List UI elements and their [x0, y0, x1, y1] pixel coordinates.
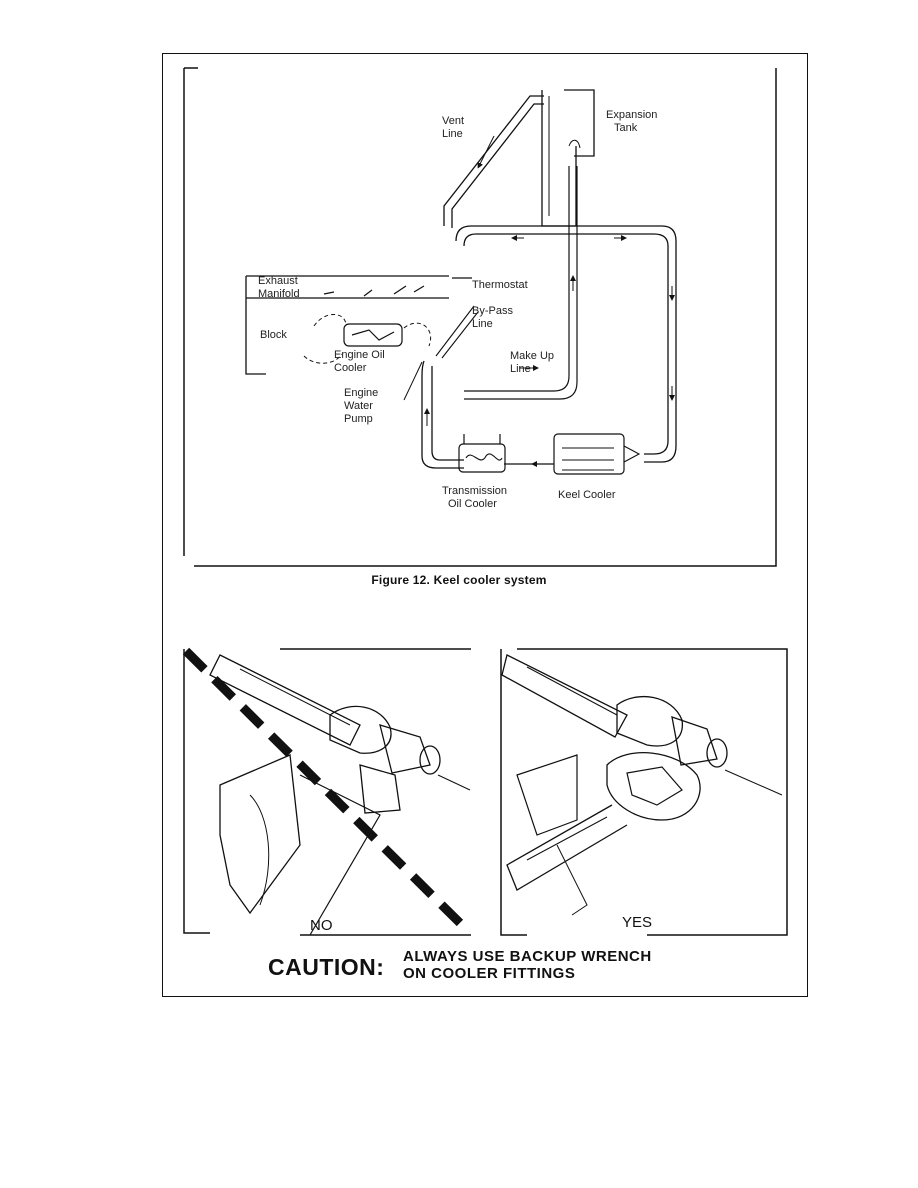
caution-notice: CAUTION: ALWAYS USE BACKUP WRENCH ON COO… — [268, 948, 738, 990]
caution-line-1: ALWAYS USE BACKUP WRENCH — [403, 948, 652, 965]
exhaust-manifold-label-1: Exhaust — [258, 275, 298, 287]
keel-cooler-diagram: Vent Line Expansion Tank Exhaust Manifol… — [174, 66, 794, 571]
yes-label: YES — [622, 914, 652, 931]
make-up-line-label-2: Line — [510, 363, 531, 375]
engine-water-pump-label-1: Engine — [344, 387, 378, 399]
expansion-tank-label-2: Tank — [614, 122, 638, 134]
vent-line-label-2: Line — [442, 128, 463, 140]
caution-message: ALWAYS USE BACKUP WRENCH ON COOLER FITTI… — [403, 948, 652, 982]
wrench-panel-no: NO — [180, 645, 471, 937]
engine-water-pump-label-3: Pump — [344, 413, 373, 425]
bypass-line-label-1: By-Pass — [472, 305, 513, 317]
caution-title: CAUTION: — [268, 954, 385, 980]
bypass-line-label-2: Line — [472, 318, 493, 330]
engine-water-pump-label-2: Water — [344, 400, 373, 412]
keel-cooler-label: Keel Cooler — [558, 489, 616, 501]
thermostat-label: Thermostat — [472, 279, 528, 291]
exhaust-manifold-label-2: Manifold — [258, 288, 300, 300]
engine-oil-cooler-label-1: Engine Oil — [334, 349, 385, 361]
transmission-oil-cooler-label-2: Oil Cooler — [448, 498, 497, 510]
block-label: Block — [260, 329, 287, 341]
page-frame — [162, 53, 808, 997]
wrench-panel-yes: YES — [497, 645, 788, 937]
caution-line-2: ON COOLER FITTINGS — [403, 965, 576, 982]
vent-line-label-1: Vent — [442, 115, 464, 127]
expansion-tank-label-1: Expansion — [606, 109, 657, 121]
figure-caption: Figure 12. Keel cooler system — [371, 573, 547, 587]
make-up-line-label-1: Make Up — [510, 350, 554, 362]
engine-oil-cooler-label-2: Cooler — [334, 362, 367, 374]
no-label: NO — [310, 917, 333, 934]
transmission-oil-cooler-label-1: Transmission — [442, 485, 507, 497]
